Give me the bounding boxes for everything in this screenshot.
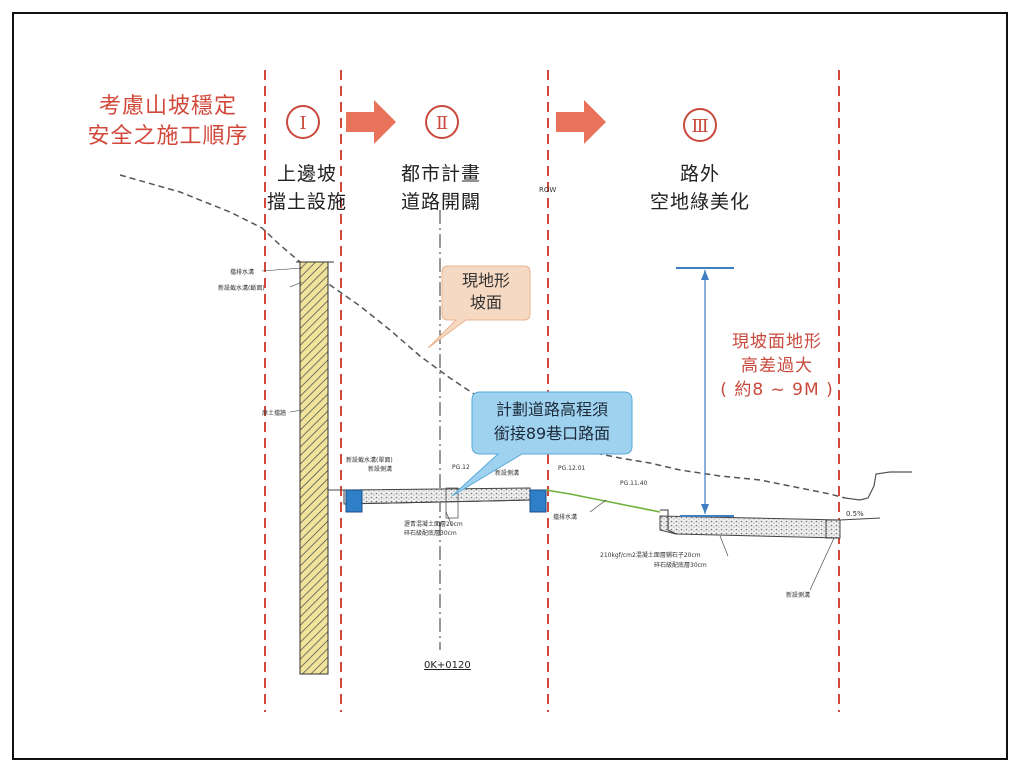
phase-arrow-1 [346,100,396,144]
note-side-ditch-3: 新設側溝 [786,592,811,599]
note-gravel-base-1: 碎石級配底層30cm [404,530,457,537]
diagram-frame [12,12,1008,760]
note-intercept-ditch: 新設截水溝(斷面) [218,285,265,292]
terrain-callout-bubble [427,265,531,349]
phase-2-number: Ⅱ [425,105,459,139]
phase-3-line-1: 路外 [679,163,720,185]
sequence-heading: 考慮山坡穩定 安全之施工順序 [78,92,258,152]
row-label: ROW [539,186,557,194]
phase-1-number: Ⅰ [286,105,320,139]
terrain-callout-line-2: 坡面 [469,293,502,312]
note-pg-1: PG.12 [452,464,470,471]
height-diff-line-3: ( 約8 ~ 9M ) [720,380,834,400]
road-callout-bubble [451,391,633,497]
note-side-ditch-1: 新設側溝 [368,466,393,473]
note-leader-3 [289,409,303,413]
phase-2-line-2: 道路開闢 [400,191,481,213]
note-concrete-layer: 210kgf/cm2混凝土面層鋪石子20cm [600,552,701,559]
green-slope-line [545,489,661,513]
phase-3-number: Ⅲ [683,108,717,142]
note-leader-1 [261,267,303,272]
note-intercept-ditch-2: 新設截水溝(單面) [346,457,393,464]
road-callout-line-1: 計劃道路高程須 [495,400,608,419]
phase-2-label: 都市計畫 道路開闢 [386,160,496,216]
side-ditch-left [345,489,363,513]
phase-2-line-1: 都市計畫 [400,163,481,185]
terrain-right-edge [844,471,912,501]
phase-1-line-2: 擋土設施 [266,191,347,213]
terrain-callout-line-1: 現地形 [461,271,510,290]
note-asphalt-layer: 瀝青混凝土面層20cm [404,521,463,528]
phase-1-label: 上邊坡 擋土設施 [262,160,352,216]
note-leader-5 [589,499,607,513]
road-base-line [343,499,531,505]
phase3-ground [659,515,841,539]
height-diff-line-1: 現坡面地形 [732,332,822,352]
note-leader-7 [809,537,835,591]
phase-3-line-2: 空地綠美化 [649,191,750,213]
note-retaining-wall: 原土擋牆 [262,410,287,417]
existing-terrain-line [119,174,846,499]
height-dim-arrow-down [701,504,709,514]
phase-arrow-2 [556,100,606,144]
note-side-ditch-2: 新設側溝 [495,470,520,477]
phase-3-label: 路外 空地綠美化 [640,160,760,216]
phase3-right-line [839,517,881,521]
phase3-edge-box [825,519,841,539]
note-drain-ditch-2: 擋排水溝 [553,514,578,521]
note-leader-2 [289,281,303,288]
note-gravel-base-2: 碎石級配底層30cm [654,562,707,569]
note-leader-6 [719,535,729,557]
note-pg-3: PG.11.40 [620,480,648,487]
road-callout-line-2: 銜接89巷口路面 [493,424,611,443]
terrain-callout-text: 現地形 坡面 [442,270,530,314]
height-diff-line-2: 高差過大 [741,356,813,376]
phase3-step [660,509,677,535]
height-dim-arrow-up [701,270,709,280]
section-label: 0K+0120 [424,660,471,671]
note-drain-ditch: 擋排水溝 [230,269,255,276]
road-callout-text: 計劃道路高程須 銜接89巷口路面 [472,398,632,446]
note-pg-2: PG.12.01 [558,465,586,472]
side-ditch-right [529,489,547,513]
note-slope-percent: 0.5% [846,510,864,518]
note-leader-4 [445,511,453,527]
heading-line-1: 考慮山坡穩定 [98,94,237,119]
phase-1-line-1: 上邊坡 [276,163,337,185]
road-curb [445,487,459,519]
heading-line-2: 安全之施工順序 [87,124,249,149]
retaining-wall [299,261,329,675]
height-diff-text: 現坡面地形 高差過大 ( 約8 ~ 9M ) [712,330,842,402]
